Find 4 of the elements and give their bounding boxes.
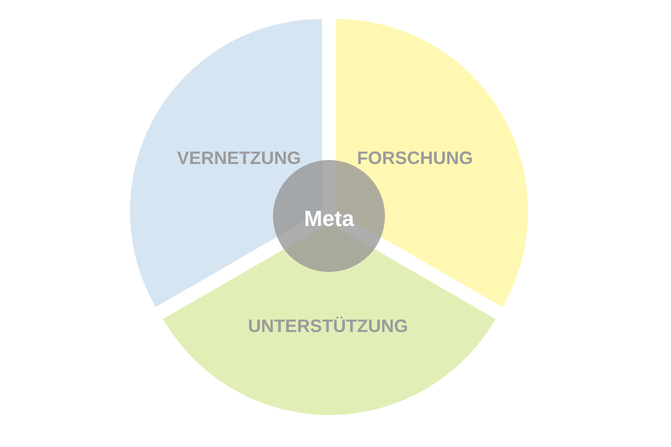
segment-label: VERNETZUNG [176,149,301,167]
segment-label: UNTERSTÜTZUNG [248,317,408,335]
segment-label: FORSCHUNG [356,149,473,167]
center-label: Meta [304,208,354,230]
